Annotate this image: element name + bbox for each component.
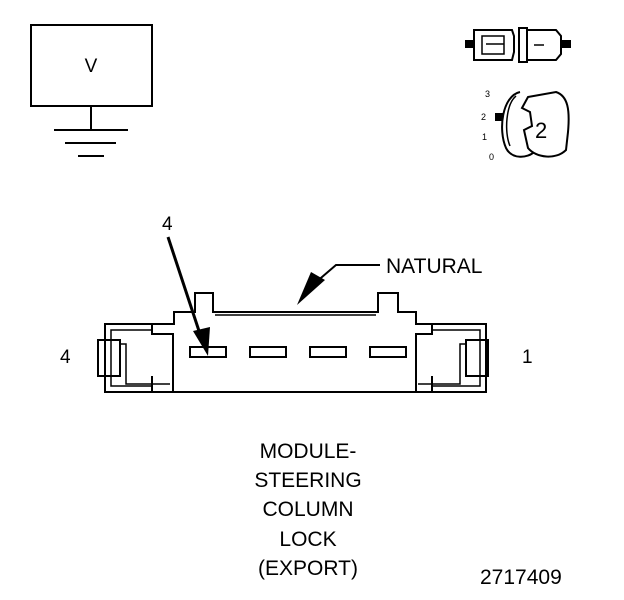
connector-plug-icon — [465, 27, 571, 63]
caption-line-4: LOCK — [279, 528, 337, 551]
caption-line-1: MODULE- — [259, 440, 357, 463]
figure-number: 2717409 — [480, 566, 562, 589]
caption-line-3: COLUMN — [262, 498, 354, 521]
pin-callout-label: 4 — [162, 214, 173, 235]
right-pin-number: 1 — [522, 347, 533, 368]
wire-color-label: NATURAL — [386, 255, 482, 278]
voltage-source-symbol: V — [30, 24, 153, 130]
key-position-1: 1 — [482, 132, 487, 142]
caption-line-5: (EXPORT) — [258, 557, 358, 580]
voltage-letter: V — [85, 56, 98, 77]
ground-icon — [54, 129, 128, 157]
pin-callout-arrow — [166, 236, 210, 356]
color-leader-arrow — [297, 264, 380, 305]
key-position-0: 0 — [489, 152, 494, 162]
caption-line-2: STEERING — [254, 469, 362, 492]
connector-body — [97, 292, 489, 393]
key-position-3: 3 — [485, 89, 490, 99]
key-selected-position: 2 — [535, 118, 547, 143]
key-position-2: 2 — [481, 112, 486, 122]
key-switch-icon: 3 2 1 0 2 — [481, 89, 570, 162]
left-pin-number: 4 — [60, 347, 71, 368]
